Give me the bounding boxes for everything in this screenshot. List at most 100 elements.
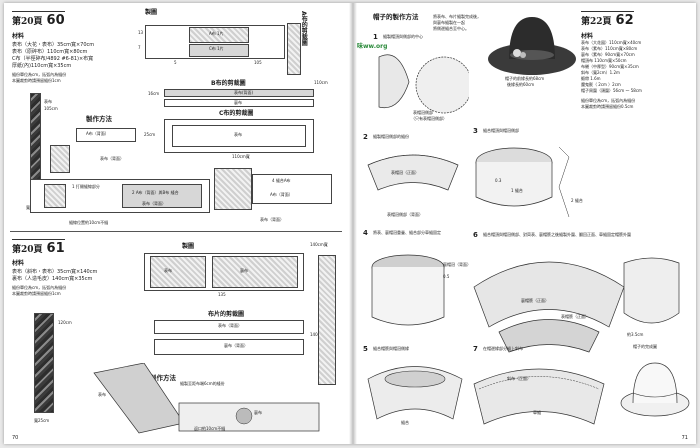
step-label: 縫合 <box>401 420 409 425</box>
step-text: 將表、裏帽冠重疊、縫合部分車縫固定 <box>373 230 441 235</box>
step1-drawing <box>378 54 469 114</box>
method-note: 裏布 <box>254 410 262 415</box>
material-line: 斜布（寬2cm）1.2m <box>581 70 620 75</box>
cm-label: 140cm寬 <box>310 242 328 247</box>
step-label: 1 縫合 <box>511 188 523 193</box>
cm-label: 110cm寬 <box>232 154 250 159</box>
intro-line: 將側邊縫合至中心。 <box>433 26 469 31</box>
step-text: 縫合帽頂與帽冠側部、對齊表、裏帽簷之後縫製外圍、翻回正面、車縫固定帽簷外圍 <box>483 232 631 237</box>
note-line: 縫份單位為cm，括弧內為縫份 <box>12 285 67 290</box>
sample-size: 120cm <box>58 320 72 325</box>
step-label: 表帽冠（正面） <box>391 170 419 175</box>
material-line: 布襯（中厚型）90cm寬×35cm <box>581 64 639 69</box>
diagram-a-panel <box>189 27 249 43</box>
material-line: 表布（斜布・表布）35cm寬×140cm <box>12 269 98 275</box>
section-number: 62 <box>615 13 634 28</box>
method-note: 表布（背面） <box>100 156 124 161</box>
step-label: 表帽冠側部（背面） <box>387 212 423 217</box>
step-number: 2 <box>363 133 368 141</box>
material-line: 帽頂布 110cm寬×50cm <box>581 58 627 63</box>
note-line: 本圖裁剪時請預留縫份1cm <box>12 291 61 296</box>
step7-drawing <box>473 368 605 425</box>
step5-drawing <box>367 366 463 420</box>
method-note: 縫製至距布端6cm的縫份 <box>180 381 225 386</box>
cm-label: 25cm <box>144 132 156 137</box>
tall-strip <box>318 255 336 385</box>
a-cloth-label: A布 1片 <box>209 31 224 36</box>
cm-label: 140cm <box>310 332 324 337</box>
fabric-label: 裏布 <box>234 100 242 105</box>
method-step-right <box>122 184 202 208</box>
step-text: 縫製帽頂與側部的中心 <box>383 34 423 39</box>
fabric-label: 表布 <box>234 132 242 137</box>
step3-drawing <box>475 146 570 218</box>
step-label: 裏帽冠（背面） <box>443 262 471 267</box>
step-label: 2 縫合 <box>571 198 583 203</box>
method-note: 表布（背面） <box>142 201 166 206</box>
material-line: 緞帶 1.6m <box>581 76 601 81</box>
step-label: 車縫 <box>533 410 541 415</box>
a-cutting-title: A布的剪裁圖 <box>300 11 308 46</box>
fabric-label: 表布（背面） <box>218 323 242 328</box>
diagram-61-right <box>212 256 298 288</box>
c-cloth-label: C布 1片 <box>209 46 224 51</box>
sample-bottom: 寬25cm <box>34 418 50 423</box>
step-number: 1 <box>373 33 378 41</box>
cm-label: 110cm <box>314 80 328 85</box>
fabric-label: 表布 <box>164 268 172 273</box>
cut-strip-1 <box>154 320 304 334</box>
watermark: 味ww.org <box>357 43 388 50</box>
method-note: 表布 <box>98 392 106 397</box>
method-fold-square <box>214 168 252 210</box>
intro-line: 與裏布縫製在一起 <box>433 20 465 25</box>
c-cutting-title: C布的剪裁圖 <box>219 110 254 117</box>
cut-title: 布片的剪裁圖 <box>208 311 245 318</box>
diagram-title: 製圖 <box>182 243 195 250</box>
material-line: C布（半徑碎布/4892 #6-81)×布寬 <box>12 56 94 62</box>
material-line: 表布（原碎布）110cm寬×80cm <box>12 49 88 55</box>
photo-caption: 帽子的前緣長約68cm <box>505 76 545 81</box>
material-line: 裏布（人造毛皮）140cm寬×35cm <box>12 276 93 282</box>
note-line: 本圖裁剪時請預留縫份0.5cm <box>581 104 634 109</box>
fabric-label: 表布(背面) <box>234 90 254 95</box>
step2-drawing <box>367 154 459 191</box>
a-cutting-panel <box>287 23 301 75</box>
method-note: 2 A布（背面）與B布 縫合 <box>132 190 179 195</box>
material-line: 表布（大花・表布）35cm寬×70cm <box>12 42 95 48</box>
material-line: 表布（大花図）110cm寬×40cm <box>581 40 642 45</box>
cm-label: 135 <box>218 292 226 297</box>
section-header-61: 第20頁 61 <box>12 239 65 256</box>
finished-hat-label: 帽子的完成圖 <box>633 344 657 349</box>
step6-brim <box>473 261 625 353</box>
b-strip-2 <box>164 99 314 107</box>
step-label: 約3.5cm <box>627 332 644 337</box>
book-gutter <box>349 3 357 444</box>
b-cutting-title: B布的剪裁圖 <box>211 80 246 87</box>
photo-caption: 後緣長約60cm <box>507 82 535 87</box>
finished-hat-drawing <box>620 362 690 417</box>
cm-label: 13 <box>138 30 144 35</box>
right-page: 帽子的製作方法 將表布、布片縫製完成後， 與裏布縫製在一起 將側邊縫合至中心。 … <box>357 3 696 444</box>
method-step-left <box>44 184 66 208</box>
material-line: 表布（素布）110cm寬×80cm <box>581 46 638 51</box>
cm-label: 105 <box>254 60 262 65</box>
step-text: 在帽邊緣部分縫上斜布 <box>483 346 523 351</box>
method-title: 製作方法 <box>150 374 176 382</box>
material-line: 厚紙(內)110cm寬×35cm <box>12 63 72 69</box>
fabric-label: 裏布（背面） <box>224 343 248 348</box>
section-header-62: 第22頁 62 <box>581 11 634 28</box>
step-number: 4 <box>363 229 368 237</box>
diagram-c-panel <box>189 44 249 57</box>
step-label: 裏帽簷（正面） <box>521 298 549 303</box>
step-text: 縫合帽頂與帽冠側部 <box>483 128 519 133</box>
section-label: 第20頁 <box>12 17 43 27</box>
sample-size: 105cm <box>44 106 58 111</box>
cut-strip-2 <box>154 339 304 355</box>
note-line: 縫份單位為cm，括弧內為縫份 <box>12 72 67 77</box>
stole-sample <box>34 313 54 413</box>
method-note: 返口約10cm不縫 <box>194 426 226 431</box>
step-label: 0.3 <box>495 178 502 183</box>
cm-label: 7 <box>138 45 141 50</box>
method-title: 製作方法 <box>86 115 112 123</box>
b-strip <box>164 89 314 97</box>
